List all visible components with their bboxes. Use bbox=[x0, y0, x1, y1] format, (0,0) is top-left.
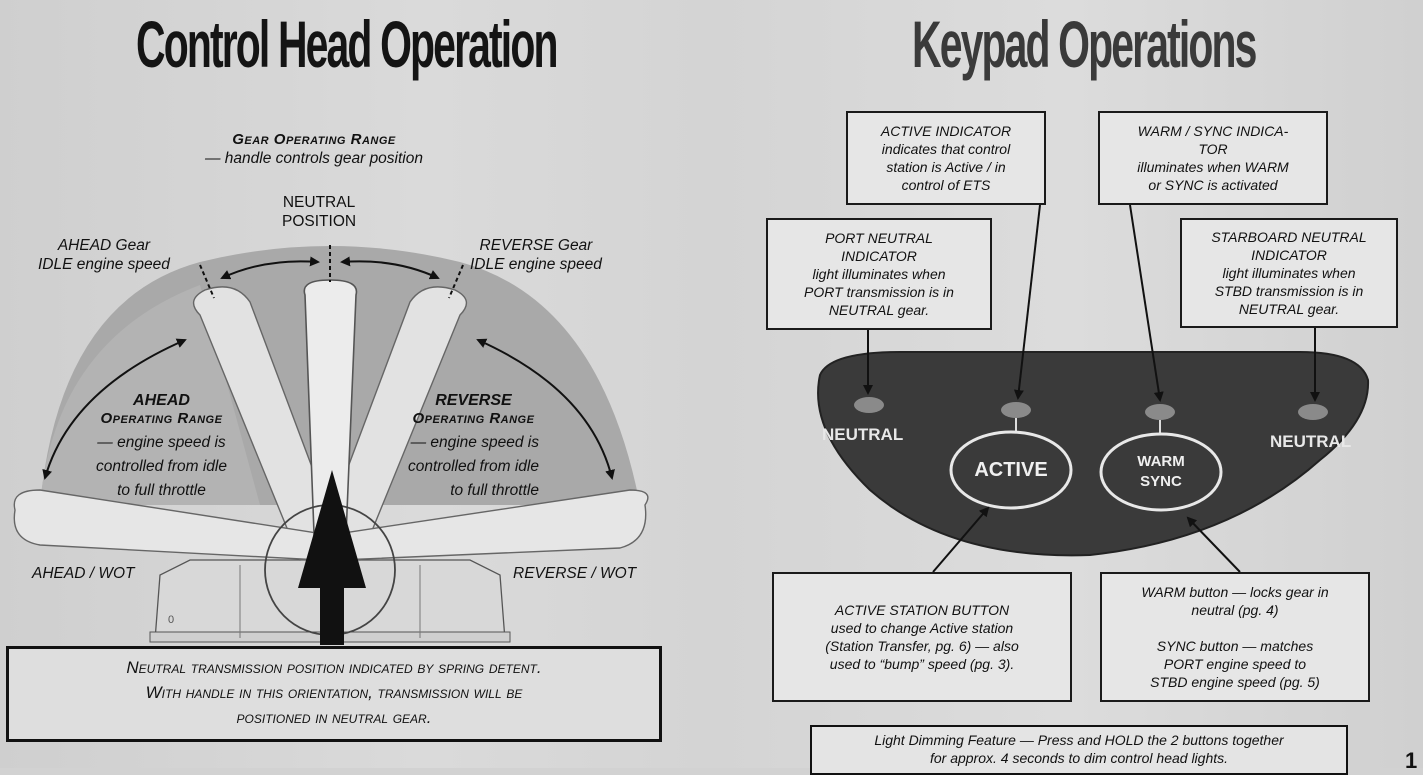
led-warm-sync bbox=[1145, 404, 1175, 420]
led-port-neutral bbox=[854, 397, 884, 413]
ahead-wot-label: AHEAD / WOT bbox=[32, 565, 135, 582]
handle-reverse bbox=[314, 286, 468, 561]
handle-ahead bbox=[192, 286, 346, 561]
page-number: 1 bbox=[1405, 748, 1418, 773]
neutral-detent-note: Neutral transmission position indicated … bbox=[6, 646, 662, 742]
keypad-body bbox=[817, 351, 1370, 557]
control-head-title: Control Head Operation bbox=[136, 7, 558, 81]
gear-operating-range-label: Gear Operating Range — handle controls g… bbox=[205, 131, 423, 167]
led-active bbox=[1001, 402, 1031, 418]
keypad-stbd-neutral-label: NEUTRAL bbox=[1270, 432, 1352, 451]
svg-text:0: 0 bbox=[168, 614, 174, 626]
active-button-ring bbox=[949, 430, 1073, 510]
ahead-operating-range-label: AHEAD Operating Range — engine speed is … bbox=[96, 392, 227, 499]
active-button[interactable]: ACTIVE bbox=[974, 458, 1048, 481]
keypad-operations-title: Keypad Operations bbox=[912, 7, 1257, 81]
reverse-wot-label: REVERSE / WOT bbox=[513, 565, 637, 582]
handle-neutral bbox=[303, 279, 358, 561]
warm-sync-button[interactable]: WARM SYNC bbox=[1137, 453, 1185, 490]
reverse-gear-label: REVERSE Gear IDLE engine speed bbox=[470, 237, 602, 273]
neutral-position-label: NEUTRAL POSITION bbox=[282, 194, 357, 230]
stbd-neutral-indicator-callout: STARBOARD NEUTRAL INDICATOR light illumi… bbox=[1180, 218, 1398, 328]
led-stbd-neutral bbox=[1298, 404, 1328, 420]
warm-sync-button-ring bbox=[1099, 432, 1223, 512]
active-station-button-callout: ACTIVE STATION BUTTON used to change Act… bbox=[772, 572, 1072, 702]
detent-arrow bbox=[298, 470, 366, 645]
ahead-gear-label: AHEAD Gear IDLE engine speed bbox=[38, 237, 170, 273]
warm-sync-indicator-callout: WARM / SYNC INDICA- TOR illuminates when… bbox=[1098, 111, 1328, 205]
keypad-port-neutral-label: NEUTRAL bbox=[822, 425, 904, 444]
reverse-operating-range-label: REVERSE Operating Range — engine speed i… bbox=[408, 392, 539, 499]
port-neutral-indicator-callout: PORT NEUTRAL INDICATOR light illuminates… bbox=[766, 218, 992, 330]
warm-sync-button-callout: WARM button — locks gear in neutral (pg.… bbox=[1100, 572, 1370, 702]
active-indicator-callout: ACTIVE INDICATOR indicates that control … bbox=[846, 111, 1046, 205]
